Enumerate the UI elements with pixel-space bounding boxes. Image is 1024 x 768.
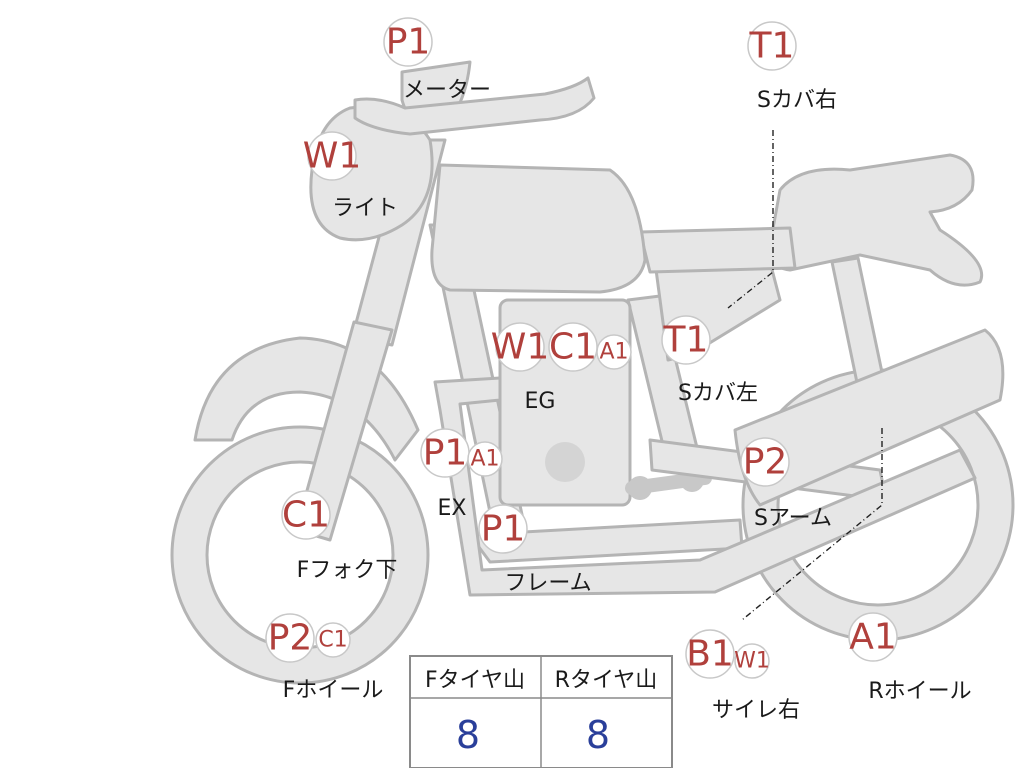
seat — [768, 153, 983, 287]
part-label: ライト — [332, 196, 398, 221]
code-badge — [265, 613, 315, 663]
code-text: T1 — [663, 320, 709, 361]
code-text: P1 — [386, 22, 431, 63]
part-label: サイレ右 — [712, 698, 800, 723]
code-badge — [495, 322, 545, 372]
code-text: P1 — [481, 509, 526, 550]
table-header-front-tire: Fタイヤ山 — [425, 668, 525, 693]
code-badge — [747, 21, 797, 71]
code-badge — [734, 643, 770, 679]
part-label: Fフォク下 — [297, 558, 398, 583]
code-text: W1 — [491, 327, 550, 368]
code-text: A1 — [849, 617, 897, 658]
code-text: W1 — [734, 649, 770, 674]
code-badge — [740, 437, 790, 487]
handlebar — [353, 76, 596, 136]
code-text: P2 — [268, 618, 313, 659]
part-label: Sアーム — [754, 506, 832, 531]
marker-frame: P1 フレーム — [478, 504, 592, 596]
marker-light: W1 ライト — [303, 131, 398, 221]
code-badge — [315, 622, 351, 658]
part-label: Fホイール — [283, 678, 384, 703]
code-badge — [307, 131, 357, 181]
code-text: A1 — [470, 447, 499, 472]
engine-cover — [545, 442, 585, 482]
tire-depth-table: Fタイヤ山 Rタイヤ山 8 8 — [409, 655, 673, 768]
marker-meter: P1 メーター — [383, 17, 491, 103]
code-text: C1 — [282, 495, 330, 536]
code-text: C1 — [318, 628, 347, 653]
table-value-front-tire: 8 — [456, 713, 480, 757]
table-value-rear-tire: 8 — [586, 713, 610, 757]
seat-base — [638, 226, 797, 274]
exhaust-pipe — [433, 376, 977, 597]
muffler — [733, 328, 1005, 507]
code-text: C1 — [549, 327, 597, 368]
part-label: EX — [438, 496, 467, 521]
code-badge — [596, 334, 632, 370]
leader-lines — [727, 130, 883, 621]
code-text: W1 — [303, 136, 362, 177]
part-label: フレーム — [504, 571, 591, 596]
code-text: P1 — [423, 433, 468, 474]
fuel-tank — [430, 163, 647, 294]
code-badge — [478, 504, 528, 554]
front-fork-lower-tube — [294, 320, 394, 542]
part-label: メーター — [403, 78, 491, 103]
code-badge — [467, 441, 503, 477]
leader-line-muffler-right — [741, 428, 883, 621]
part-label: Rホイール — [868, 679, 971, 704]
code-badge — [848, 612, 898, 662]
part-label: Sカバ右 — [757, 88, 837, 113]
code-badge — [281, 490, 331, 540]
code-text: B1 — [686, 634, 734, 675]
code-badge — [383, 17, 433, 67]
code-text: T1 — [749, 26, 795, 67]
code-text: P2 — [743, 442, 788, 483]
code-badge — [685, 629, 735, 679]
table-header-rear-tire: Rタイヤ山 — [555, 668, 658, 693]
part-label: Sカバ左 — [678, 381, 758, 406]
swing-arm-pivot — [628, 476, 652, 500]
code-badge — [661, 315, 711, 365]
code-text: A1 — [599, 340, 628, 365]
part-label: EG — [525, 389, 556, 414]
